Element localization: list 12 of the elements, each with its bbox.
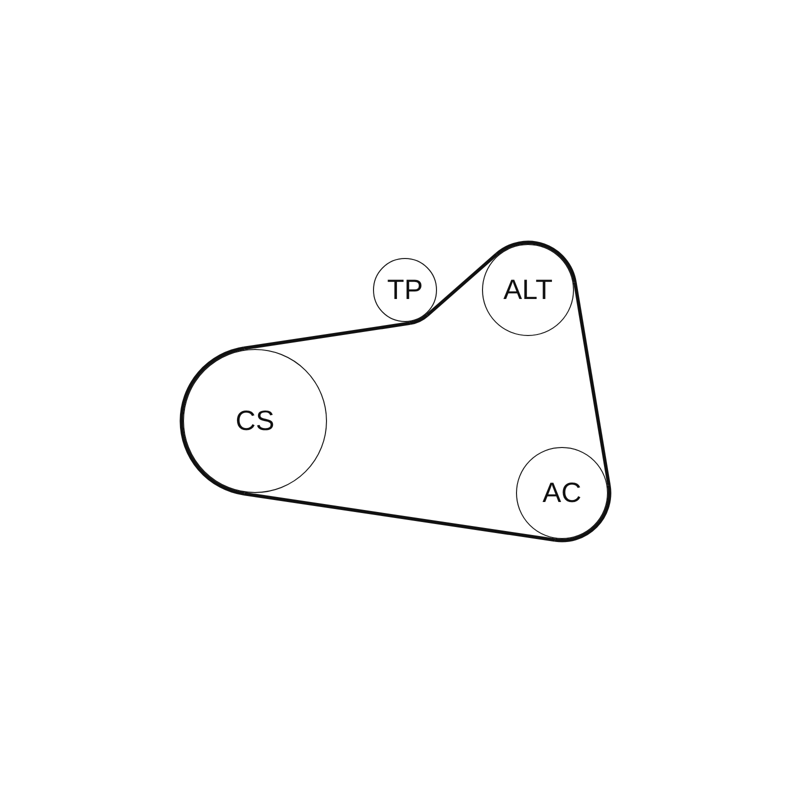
pulley-label: AC <box>542 479 582 507</box>
belt-segment <box>573 282 611 486</box>
pulley <box>482 244 574 336</box>
pulley-label: ALT <box>503 276 553 304</box>
pulley <box>183 349 327 493</box>
belt-segment <box>244 492 556 542</box>
belt-segment <box>244 322 410 350</box>
pulley-label: CS <box>236 407 274 435</box>
belt-segment <box>426 252 498 317</box>
pulley <box>373 258 437 322</box>
pulley-label: TP <box>387 276 423 304</box>
pulley <box>516 447 608 539</box>
